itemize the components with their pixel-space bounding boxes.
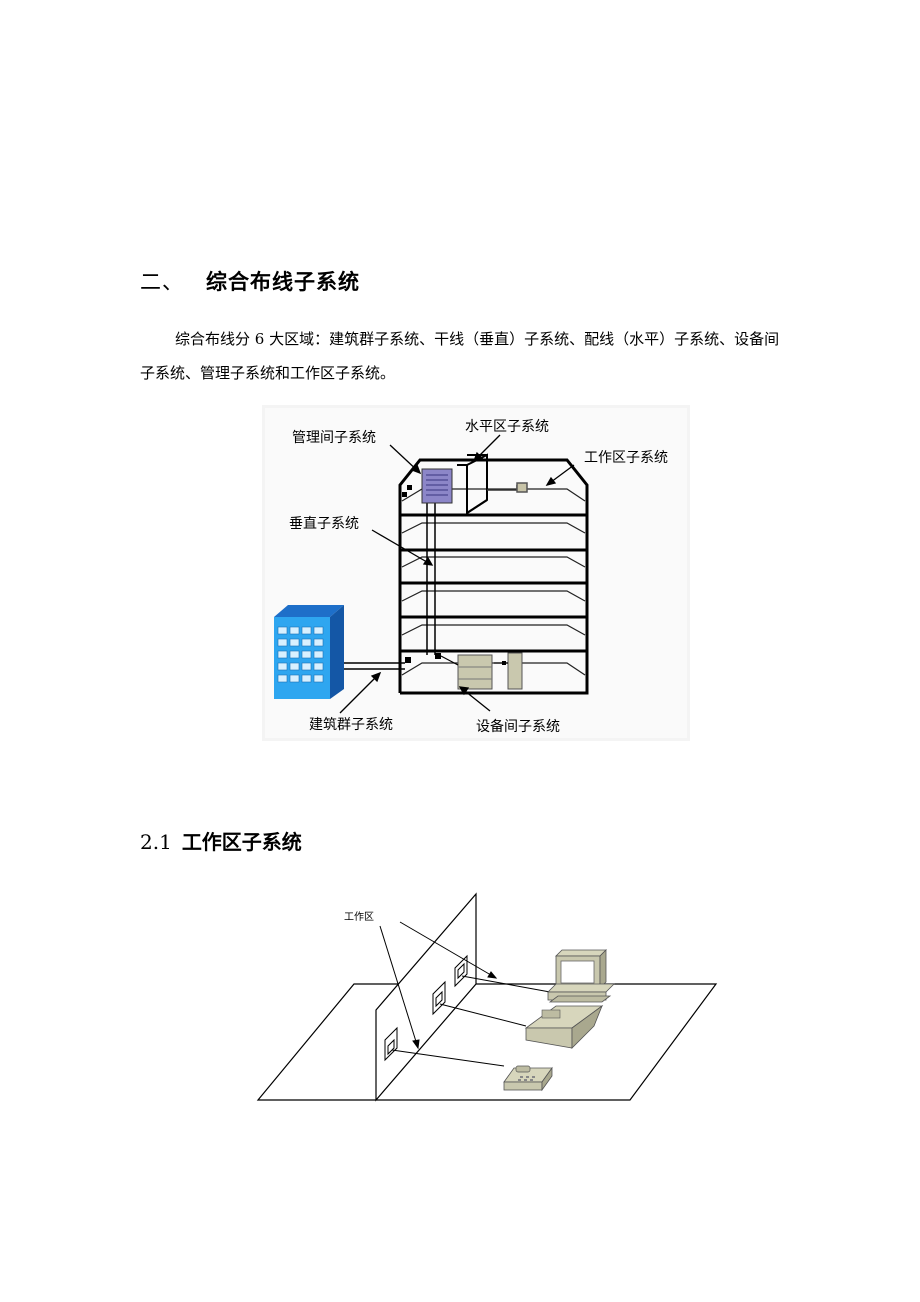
- section-number: 二、: [140, 270, 184, 294]
- cabling-subsystems-diagram: 管理间子系统 水平区子系统 工作区子系统 垂直子系统 建筑群子系统 设备间子系统: [262, 405, 690, 741]
- wall-panel: [375, 892, 477, 1102]
- work-area-leaders: [379, 921, 498, 1050]
- label-vertical: 垂直子系统: [289, 515, 359, 532]
- subsection-heading: 2.1 工作区子系统: [140, 826, 302, 855]
- label-work-area: 工作区: [344, 911, 374, 923]
- equipment-room-devices: [405, 652, 523, 690]
- section-title: 综合布线子系统: [206, 270, 360, 294]
- section-heading: 二、综合布线子系统: [140, 266, 360, 296]
- horizontal-cable: [487, 482, 528, 493]
- telephone-icon: [503, 1065, 553, 1092]
- label-campus: 建筑群子系统: [309, 717, 393, 733]
- computer-icon: [547, 949, 615, 1003]
- device-cables: [391, 975, 551, 1067]
- campus-cable: [344, 662, 405, 670]
- leader-arrows: [339, 434, 575, 714]
- intro-paragraph: 综合布线分 6 大区域：建筑群子系统、干线（垂直）子系统、配线（水平）子系统、设…: [140, 330, 780, 382]
- fax-machine-icon: [524, 1004, 604, 1049]
- subsection-title: 工作区子系统: [181, 830, 302, 854]
- work-area-diagram: 工作区: [256, 892, 718, 1102]
- building-outline: [398, 458, 589, 695]
- label-management: 管理间子系统: [292, 430, 376, 446]
- subsection-number: 2.1: [140, 830, 172, 854]
- label-work-area: 工作区子系统: [584, 450, 668, 466]
- floor-plane: [256, 983, 718, 1101]
- campus-building-icon: [274, 605, 344, 699]
- management-cabinet-icon: [402, 468, 453, 504]
- wall-outlets: [384, 954, 468, 1062]
- label-equipment: 设备间子系统: [476, 718, 560, 735]
- label-horizontal: 水平区子系统: [465, 419, 549, 435]
- riser-cables: [426, 500, 436, 655]
